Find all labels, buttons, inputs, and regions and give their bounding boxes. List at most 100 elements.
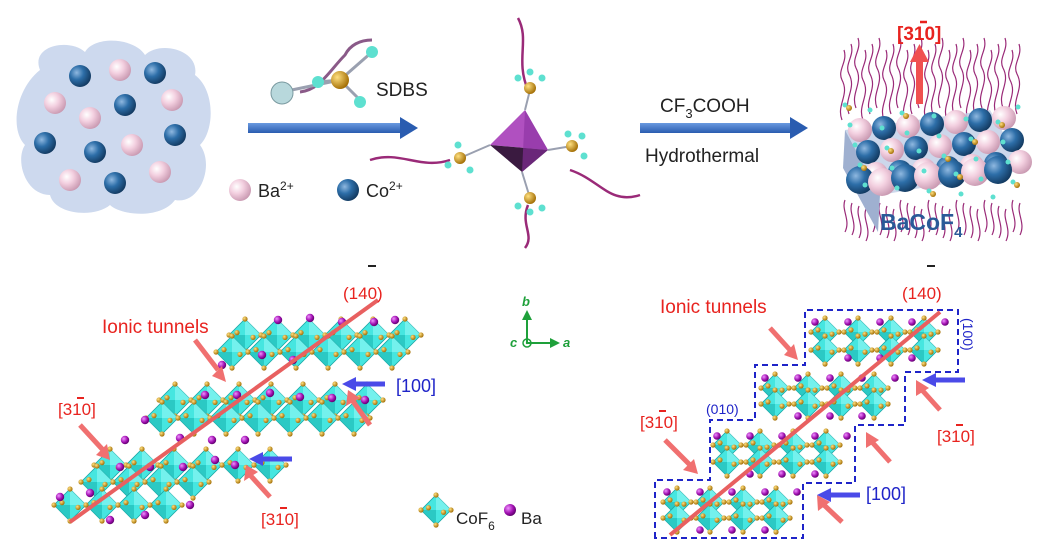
octahedron-face xyxy=(162,402,178,418)
surfactant-atom xyxy=(930,191,936,197)
f-atom xyxy=(885,385,891,391)
f-atom xyxy=(766,513,772,519)
f-atom xyxy=(765,383,771,389)
f-atom xyxy=(285,347,291,353)
f-atom xyxy=(335,415,341,421)
f-atom xyxy=(688,499,694,505)
co-ion xyxy=(144,62,166,84)
ionic-tunnels-right: Ionic tunnels xyxy=(660,297,767,318)
f-atom xyxy=(707,485,713,491)
f-atom xyxy=(805,387,811,393)
co-ion xyxy=(920,112,944,136)
ba-atom xyxy=(327,393,337,403)
f-atom xyxy=(276,399,282,405)
f-atom xyxy=(357,365,363,371)
f-atom xyxy=(772,415,778,421)
f-atom xyxy=(743,459,749,465)
co-ion xyxy=(69,65,91,87)
plane-140-left: (140) xyxy=(343,284,383,303)
ba-atom xyxy=(811,318,819,326)
f-atom xyxy=(158,463,164,469)
ba-atom xyxy=(369,317,379,327)
ba-ion xyxy=(109,59,131,81)
f-atom xyxy=(198,481,204,487)
ba-atom xyxy=(265,388,275,398)
f-atom xyxy=(282,334,288,340)
f-atom xyxy=(693,499,699,505)
f-atom xyxy=(174,479,180,485)
octahedron-face xyxy=(118,505,134,521)
f-atom xyxy=(247,413,253,419)
sdbs-label: SDBS xyxy=(376,80,428,101)
co-ion xyxy=(938,160,966,188)
octahedron-face xyxy=(245,319,261,335)
f-atom xyxy=(327,417,333,423)
f-atom xyxy=(295,417,301,423)
f-atom xyxy=(674,501,680,507)
f-atom xyxy=(733,497,739,503)
f-atom xyxy=(848,345,854,351)
f-atom xyxy=(829,331,835,337)
f-atom xyxy=(758,401,764,407)
axis-a-label: a xyxy=(563,335,570,350)
f-atom xyxy=(878,387,884,393)
f-atom xyxy=(838,371,844,377)
f-atom xyxy=(740,529,746,535)
f-atom xyxy=(433,522,439,528)
f-atom xyxy=(78,479,84,485)
surfactant-atom xyxy=(857,162,863,168)
octahedron-face xyxy=(110,449,126,465)
octahedron-face xyxy=(238,449,254,465)
f-atom xyxy=(871,371,877,377)
ba-atom xyxy=(844,354,852,362)
octahedron-face xyxy=(762,518,776,532)
ba-atom xyxy=(794,374,802,382)
ba-ion xyxy=(149,161,171,183)
ba-atom xyxy=(390,315,400,325)
f-atom xyxy=(255,399,261,405)
f-atom xyxy=(179,502,185,508)
f-atom xyxy=(228,395,234,401)
f-atom xyxy=(99,486,105,492)
f-atom xyxy=(790,473,796,479)
f-atom xyxy=(107,504,113,510)
surfactant-atom xyxy=(1015,104,1021,110)
co-ion xyxy=(856,140,880,164)
f-atom xyxy=(418,507,424,513)
f-atom xyxy=(738,459,744,465)
f-atom xyxy=(855,315,861,321)
f-atom xyxy=(935,347,941,353)
f-atom xyxy=(357,333,363,339)
ba-atom xyxy=(746,432,754,440)
octahedron-face xyxy=(808,374,822,388)
f-atom xyxy=(267,446,273,452)
f-atom xyxy=(714,517,720,523)
f-atom xyxy=(425,505,432,511)
surfactant-atom xyxy=(904,130,910,136)
f-atom xyxy=(857,385,863,391)
f-atom xyxy=(780,501,786,507)
f-atom xyxy=(907,347,913,353)
f-atom xyxy=(332,381,338,387)
ionic-tunnels-left: Ionic tunnels xyxy=(102,317,209,338)
dir-310-right-b: [310] xyxy=(937,427,975,446)
octahedron-face xyxy=(54,505,70,521)
surfactant-atom xyxy=(926,188,932,194)
f-atom xyxy=(231,417,237,423)
ba-atom xyxy=(230,460,240,470)
left-arrows xyxy=(78,338,385,499)
octahedron-face xyxy=(776,504,790,518)
octahedron-face xyxy=(727,431,741,445)
f-atom xyxy=(717,457,723,463)
octahedron-face xyxy=(793,448,807,462)
surfactant-atom xyxy=(852,142,858,148)
f-atom xyxy=(253,347,259,353)
f-atom xyxy=(255,431,261,437)
f-atom xyxy=(805,371,811,377)
octahedron-face xyxy=(775,374,789,388)
ba-atom xyxy=(696,488,704,496)
f-atom xyxy=(221,347,227,353)
f-atom xyxy=(724,428,730,434)
ba-atom xyxy=(811,432,819,440)
co-ion xyxy=(968,108,992,132)
